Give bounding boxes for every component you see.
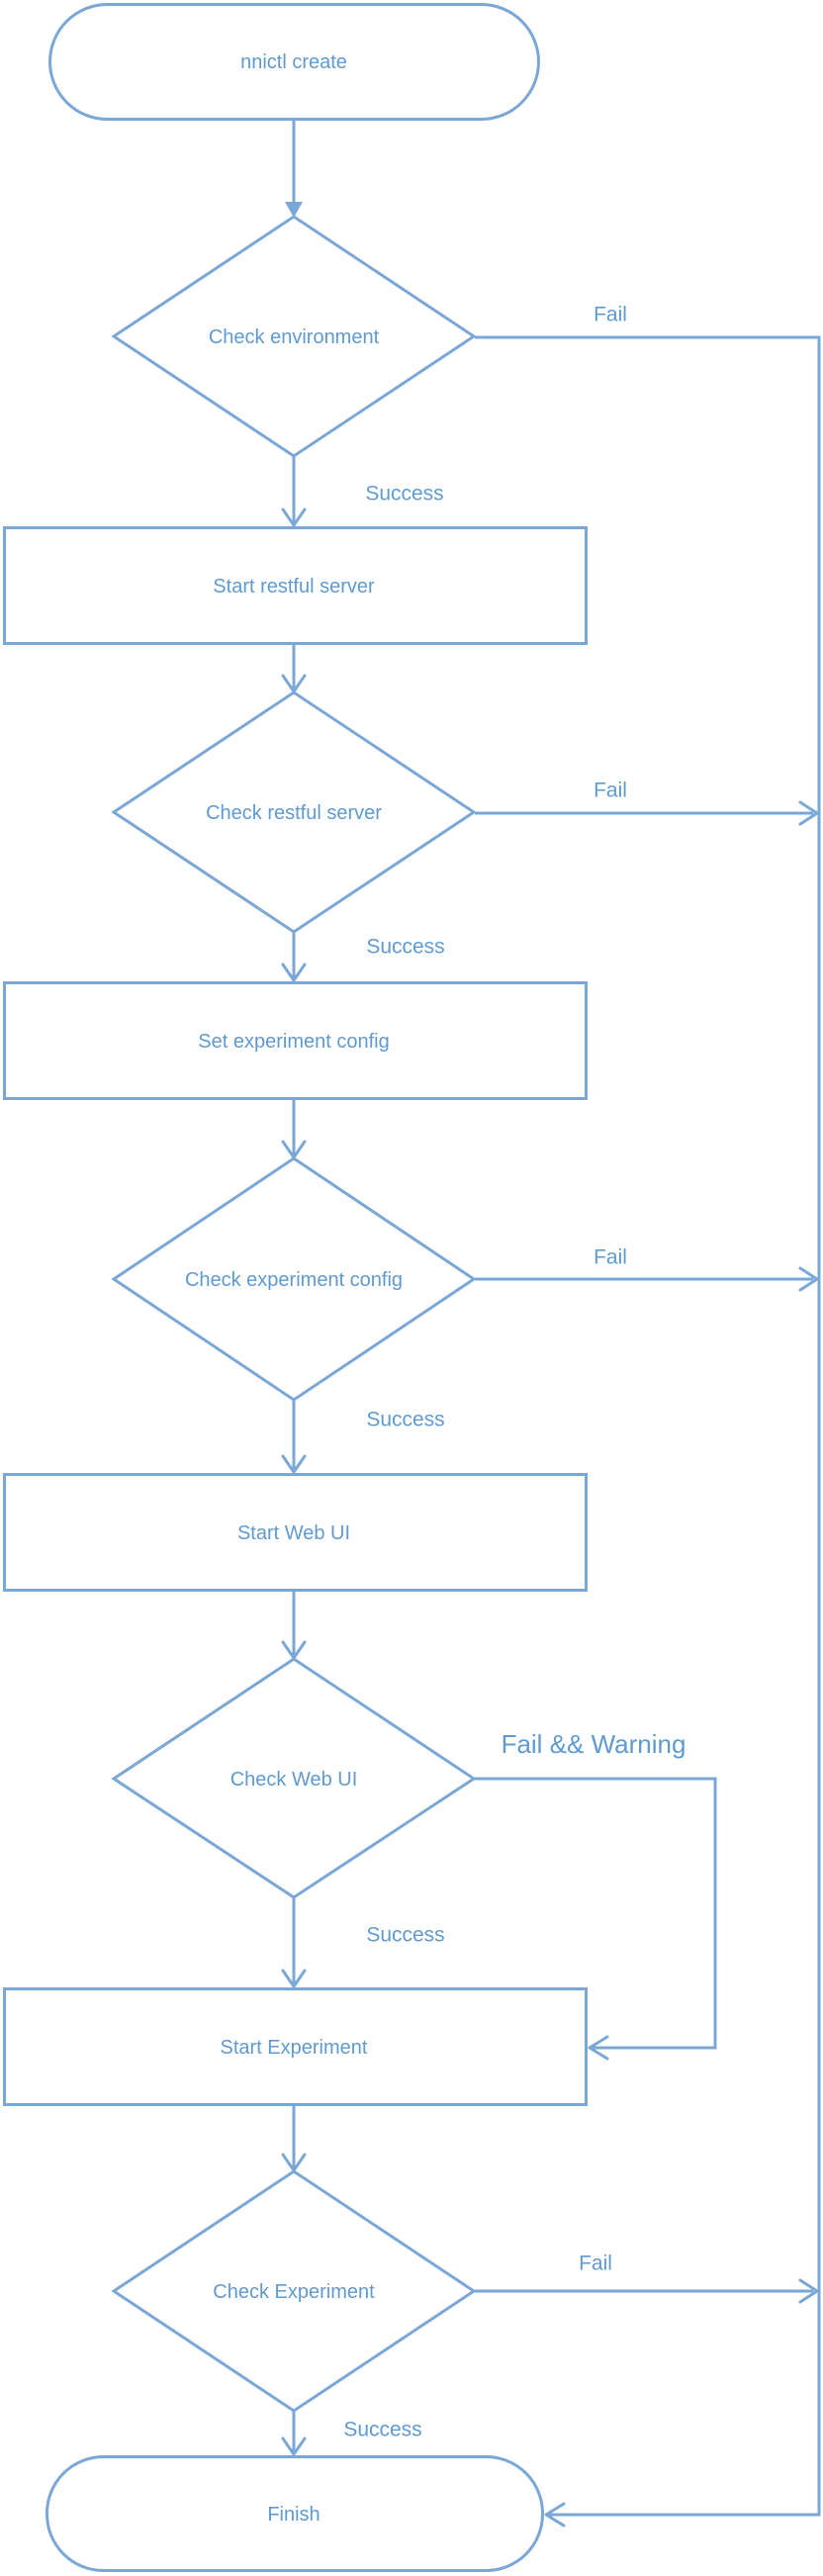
node-start-restful-server: Start restful server: [3, 526, 588, 645]
process-shape: [3, 526, 588, 645]
node-label-check-restful-server: Check restful server: [206, 802, 382, 824]
edge-start-to-check-environment: [285, 120, 303, 218]
edge-experiment-to-check: [281, 2104, 307, 2172]
node-check-web-ui: Check Web UI: [111, 1657, 477, 1899]
node-check-experiment: Check Experiment: [111, 2169, 477, 2413]
decision-shape: [111, 2169, 477, 2413]
node-label-start-experiment: Start Experiment: [221, 2037, 368, 2059]
node-label-set-experiment-config: Set experiment config: [198, 1031, 389, 1053]
edge-env-success: Success: [281, 456, 444, 527]
decision-shape: [111, 690, 477, 934]
edge-webui-to-check: [281, 1591, 307, 1660]
edge-label-success: Success: [365, 483, 443, 506]
arrowhead-chevron-down-icon: [281, 1454, 307, 1474]
node-check-experiment-config: Check experiment config: [111, 1156, 477, 1402]
decision-shape: [111, 1156, 477, 1402]
arrowhead-chevron-left-icon: [588, 2035, 609, 2061]
process-shape: [3, 1473, 588, 1592]
node-check-environment: Check environment: [111, 215, 477, 458]
edge-restful-success: Success: [281, 932, 445, 982]
edge-experiment-success: Success: [281, 2411, 422, 2456]
arrowhead-solid-down-icon: [285, 202, 303, 218]
edge-restful-server-to-check: [281, 644, 307, 693]
edge-label-fail: Fail: [594, 1246, 627, 1269]
node-label-start-web-ui: Start Web UI: [237, 1522, 350, 1544]
node-start-web-ui: Start Web UI: [3, 1473, 588, 1592]
edge-webui-success: Success: [281, 1897, 445, 1988]
node-label-start-restful-server: Start restful server: [213, 576, 375, 598]
node-label-finish: Finish: [267, 2504, 320, 2526]
decision-shape: [111, 1657, 477, 1899]
edge-label-success: Success: [366, 936, 444, 959]
arrowhead-chevron-down-icon: [281, 507, 307, 527]
edge-label-success: Success: [343, 2419, 421, 2441]
arrowhead-chevron-left-icon: [544, 2502, 566, 2528]
edge-line: [475, 1777, 717, 2050]
decision-shape: [111, 215, 477, 458]
edge-label-fail: Fail: [594, 304, 627, 326]
arrowhead-chevron-down-icon: [281, 963, 307, 982]
arrowhead-chevron-down-icon: [281, 2437, 307, 2456]
node-label-check-web-ui: Check Web UI: [230, 1769, 358, 1791]
edge-config-to-check: [281, 1099, 307, 1159]
node-start: nnictl create: [48, 3, 540, 121]
node-label-check-experiment: Check Experiment: [213, 2281, 375, 2303]
node-label-check-experiment-config: Check experiment config: [185, 1269, 403, 1291]
edge-label-success: Success: [366, 1924, 444, 1947]
edge-label-fail: Fail: [579, 2253, 612, 2275]
node-check-restful-server: Check restful server: [111, 690, 477, 934]
arrowhead-chevron-down-icon: [281, 1969, 307, 1988]
arrowhead-chevron-right-icon: [798, 800, 819, 826]
process-shape: [3, 1987, 588, 2106]
terminator-shape: [46, 2455, 544, 2572]
edge-config-fail: Fail: [475, 1246, 819, 1292]
node-set-experiment-config: Set experiment config: [3, 981, 588, 1100]
edge-restful-fail: Fail: [475, 780, 819, 826]
edge-label-success: Success: [366, 1409, 444, 1431]
node-label-check-environment: Check environment: [209, 326, 380, 348]
terminator-shape: [48, 3, 540, 121]
node-finish: Finish: [46, 2455, 544, 2572]
edge-label-fail-warning: Fail && Warning: [502, 1729, 686, 1759]
node-label-start: nnictl create: [240, 51, 347, 73]
edge-line: [475, 335, 821, 2517]
process-shape: [3, 981, 588, 1100]
edge-label-fail: Fail: [594, 780, 627, 802]
edge-config-success: Success: [281, 1400, 445, 1474]
node-start-experiment: Start Experiment: [3, 1987, 588, 2106]
edge-experiment-fail: Fail: [475, 2253, 819, 2304]
arrowhead-chevron-right-icon: [798, 1266, 819, 1292]
edge-webui-fail-warning: Fail && Warning: [475, 1729, 717, 2061]
arrowhead-chevron-right-icon: [798, 2278, 819, 2304]
edge-env-fail: Fail: [475, 304, 821, 2528]
